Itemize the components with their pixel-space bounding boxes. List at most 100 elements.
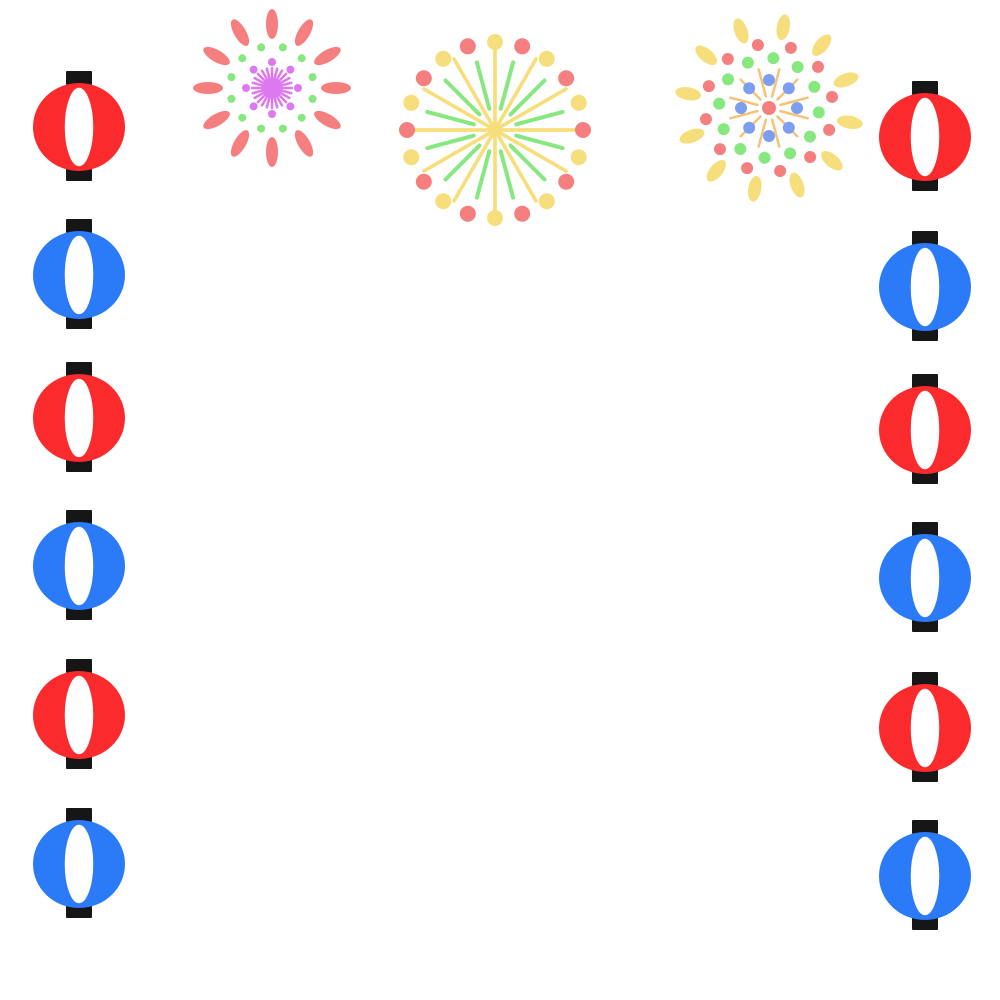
firework-dot xyxy=(257,124,266,133)
firework-dot xyxy=(735,102,747,114)
firework-dot xyxy=(812,106,825,119)
firework-petal xyxy=(733,18,749,44)
lantern-top-cap xyxy=(66,659,92,673)
firework-dot xyxy=(808,80,821,93)
lantern-stripe-outline xyxy=(63,674,95,756)
lantern-stripe-outline xyxy=(63,377,95,459)
firework-dot xyxy=(575,122,591,138)
firework-dot xyxy=(238,113,247,122)
firework-petal xyxy=(321,82,351,94)
firework-dot xyxy=(751,38,764,51)
firework-dot xyxy=(538,193,555,210)
firework-dot xyxy=(242,84,250,92)
lantern-center-stripe xyxy=(910,390,940,470)
firework-dot xyxy=(570,94,587,111)
firework-dot xyxy=(558,70,575,87)
firework-dot xyxy=(308,73,317,82)
firework-petal xyxy=(695,45,717,66)
lantern-stripe-outline xyxy=(909,389,941,471)
firework-dot xyxy=(763,130,775,142)
lantern-center-stripe xyxy=(64,824,94,904)
firework-petal xyxy=(266,137,278,167)
firework-ray xyxy=(757,68,768,98)
firework-dot xyxy=(459,205,476,222)
left-lantern-column xyxy=(33,71,125,918)
firework-petal xyxy=(294,19,314,46)
firework-dot xyxy=(784,147,797,160)
lantern-top-cap xyxy=(66,362,92,376)
firework-dot xyxy=(804,151,817,164)
lantern-icon xyxy=(33,71,125,181)
firework-dotted-icon xyxy=(675,14,863,202)
firework-ray xyxy=(422,87,568,173)
firework-dot xyxy=(297,54,306,63)
firework-dot xyxy=(514,205,531,222)
firework-petal xyxy=(706,160,727,182)
firework-ray xyxy=(443,78,482,117)
lantern-center-stripe xyxy=(910,247,940,327)
lantern-icon xyxy=(33,362,125,472)
firework-ray xyxy=(757,118,768,148)
lantern-center-stripe xyxy=(64,526,94,606)
lantern-center-stripe xyxy=(910,97,940,177)
lantern-center-stripe xyxy=(910,836,940,916)
firework-dot xyxy=(699,113,712,126)
firework-dot xyxy=(268,110,276,118)
firework-dot xyxy=(823,123,836,136)
firework-ray xyxy=(729,109,759,120)
firework-ray xyxy=(770,68,781,98)
firework-ray xyxy=(474,149,492,200)
firework-ray xyxy=(251,81,293,95)
lantern-stripe-outline xyxy=(909,537,941,619)
lantern-icon xyxy=(879,820,971,930)
firework-petal xyxy=(789,172,805,198)
firework-petal xyxy=(675,86,702,101)
firework-dot xyxy=(743,82,756,95)
lantern-icon xyxy=(33,808,125,918)
firework-petal xyxy=(811,34,832,56)
firework-center-dot xyxy=(762,101,776,115)
firework-dot xyxy=(791,102,803,114)
firework-dot xyxy=(435,193,452,210)
lantern-stripe-outline xyxy=(63,234,95,316)
firework-dot xyxy=(435,50,452,67)
firework-dot xyxy=(249,65,258,74)
firework-dot xyxy=(743,121,756,134)
right-lantern-column xyxy=(879,81,971,930)
firework-dot xyxy=(257,43,266,52)
lantern-center-stripe xyxy=(64,87,94,167)
lantern-top-cap xyxy=(66,510,92,524)
firework-dot xyxy=(415,70,432,87)
firework-dot xyxy=(570,149,587,166)
firework-dot xyxy=(791,61,804,74)
lantern-top-cap xyxy=(912,820,938,834)
firework-dot xyxy=(459,38,476,55)
firework-dot xyxy=(774,165,787,178)
lantern-top-cap xyxy=(66,808,92,822)
firework-ray xyxy=(514,133,565,151)
firework-dot xyxy=(702,80,715,93)
firework-dot xyxy=(403,149,420,166)
firework-ray xyxy=(779,96,809,107)
firework-dot xyxy=(297,113,306,122)
firework-petal xyxy=(776,14,791,41)
lantern-top-cap xyxy=(66,71,92,85)
firework-dot xyxy=(741,56,754,69)
firework-dot xyxy=(268,58,276,66)
lantern-stripe-outline xyxy=(909,96,941,178)
firework-dot xyxy=(758,151,771,164)
firework-dot xyxy=(238,54,247,63)
lantern-icon xyxy=(879,522,971,632)
lantern-icon xyxy=(879,672,971,782)
firework-large-icon xyxy=(399,34,591,226)
lantern-stripe-outline xyxy=(63,823,95,905)
lantern-center-stripe xyxy=(910,538,940,618)
firework-dot xyxy=(767,52,780,65)
firework-ray xyxy=(443,143,482,182)
firework-dot xyxy=(741,162,754,175)
lantern-stripe-outline xyxy=(63,86,95,168)
lantern-icon xyxy=(879,231,971,341)
firework-dot xyxy=(308,94,317,103)
firework-petal xyxy=(193,82,223,94)
firework-petal xyxy=(314,110,341,130)
